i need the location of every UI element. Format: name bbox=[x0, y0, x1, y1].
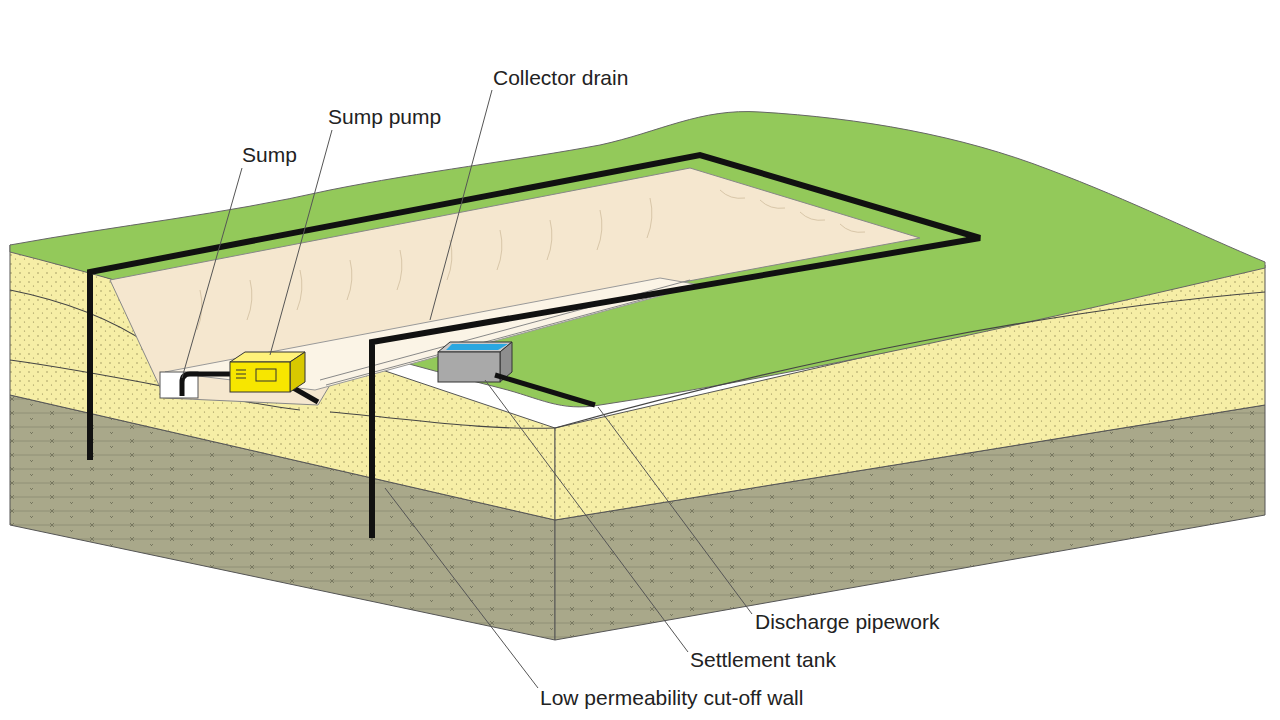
tank-label: Settlement tank bbox=[690, 647, 836, 672]
drain-label: Collector drain bbox=[493, 65, 628, 90]
sump-label: Sump bbox=[242, 142, 297, 167]
pump-label: Sump pump bbox=[328, 104, 441, 129]
wall-label: Low permeability cut-off wall bbox=[540, 685, 803, 710]
pipe-label: Discharge pipework bbox=[755, 609, 939, 634]
leader-lines bbox=[182, 90, 752, 688]
